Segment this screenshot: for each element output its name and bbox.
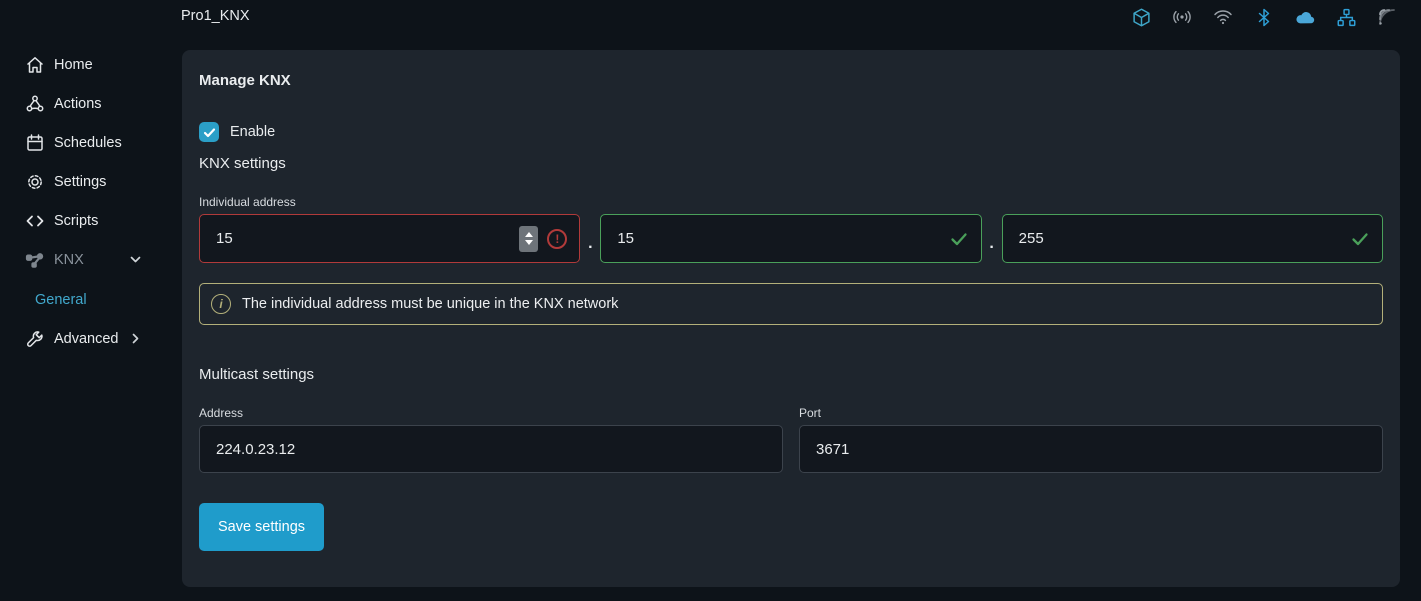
knx-settings-title: KNX settings	[199, 155, 286, 172]
topbar: Pro1_KNX	[0, 0, 1421, 36]
port-label: Port	[799, 406, 822, 420]
sidebar-item-label: Settings	[54, 173, 107, 190]
page-title: Pro1_KNX	[181, 8, 250, 24]
info-message: The individual address must be unique in…	[242, 296, 619, 312]
enable-row: Enable	[199, 122, 1383, 142]
multicast-settings-title: Multicast settings	[199, 366, 315, 383]
sidebar-item-home[interactable]: Home	[0, 45, 182, 84]
multicast-address-col: Address	[199, 383, 783, 473]
wrench-icon	[25, 329, 45, 349]
manage-knx-panel: Manage KNX Enable KNX settings Individua…	[182, 50, 1400, 587]
individual-address-input-3[interactable]	[1002, 215, 1350, 262]
sidebar-item-settings[interactable]: Settings	[0, 162, 182, 201]
individual-address-field-3	[1001, 214, 1383, 263]
enable-label: Enable	[230, 124, 276, 140]
individual-address-input-2[interactable]	[601, 215, 949, 262]
sidebar-item-label: KNX	[54, 251, 84, 268]
info-banner: i The individual address must be unique …	[199, 283, 1383, 325]
sidebar-item-scripts[interactable]: Scripts	[0, 201, 182, 240]
wifi-icon	[1213, 7, 1233, 27]
broadcast-icon	[1172, 7, 1192, 27]
sidebar-item-knx[interactable]: KNX	[0, 240, 182, 279]
chevron-down-icon	[129, 253, 142, 266]
sidebar-item-label: Home	[54, 56, 93, 73]
bluetooth-icon	[1254, 7, 1274, 27]
individual-address-field-1: !	[199, 214, 581, 263]
port-input[interactable]	[799, 425, 1383, 473]
code-icon	[25, 211, 45, 231]
save-settings-button[interactable]: Save settings	[199, 503, 324, 551]
status-icons	[1131, 7, 1397, 27]
number-stepper[interactable]	[519, 225, 539, 252]
package-icon	[1131, 7, 1151, 27]
sidebar-item-label: Schedules	[54, 134, 122, 151]
lan-icon	[1336, 7, 1356, 27]
knx-icon	[25, 250, 45, 270]
home-icon	[25, 55, 45, 75]
actions-icon	[25, 94, 45, 114]
address-separator: .	[588, 234, 593, 252]
individual-address-field-2	[600, 214, 982, 263]
sidebar-subitem-general[interactable]: General	[0, 283, 182, 317]
valid-check-icon	[1350, 229, 1370, 249]
calendar-icon	[25, 133, 45, 153]
address-separator: .	[989, 234, 994, 252]
signal-icon	[1377, 7, 1397, 27]
multicast-port-col: Port	[799, 383, 1383, 473]
enable-checkbox[interactable]	[199, 122, 219, 142]
sidebar-item-advanced[interactable]: Advanced	[0, 319, 182, 358]
address-label: Address	[199, 406, 244, 420]
address-input[interactable]	[199, 425, 783, 473]
info-icon: i	[211, 294, 231, 314]
sidebar-item-label: Actions	[54, 95, 102, 112]
sidebar-item-label: Advanced	[54, 330, 119, 347]
error-icon: !	[547, 228, 568, 249]
multicast-grid: Address Port	[199, 383, 1383, 473]
sidebar-item-schedules[interactable]: Schedules	[0, 123, 182, 162]
chevron-right-icon	[129, 332, 142, 345]
gear-icon	[25, 172, 45, 192]
sidebar-subitem-label: General	[35, 292, 87, 308]
cloud-icon	[1295, 7, 1315, 27]
sidebar-item-actions[interactable]: Actions	[0, 84, 182, 123]
individual-address-input-1[interactable]	[200, 215, 520, 262]
sidebar-item-label: Scripts	[54, 212, 99, 229]
individual-address-row: ! . .	[199, 214, 1383, 263]
valid-check-icon	[949, 229, 969, 249]
panel-heading: Manage KNX	[199, 72, 291, 89]
sidebar: Home Actions Schedules Settings	[0, 45, 182, 601]
stepper-up-icon[interactable]	[524, 232, 533, 237]
stepper-down-icon[interactable]	[524, 240, 533, 245]
individual-address-label: Individual address	[199, 195, 296, 209]
